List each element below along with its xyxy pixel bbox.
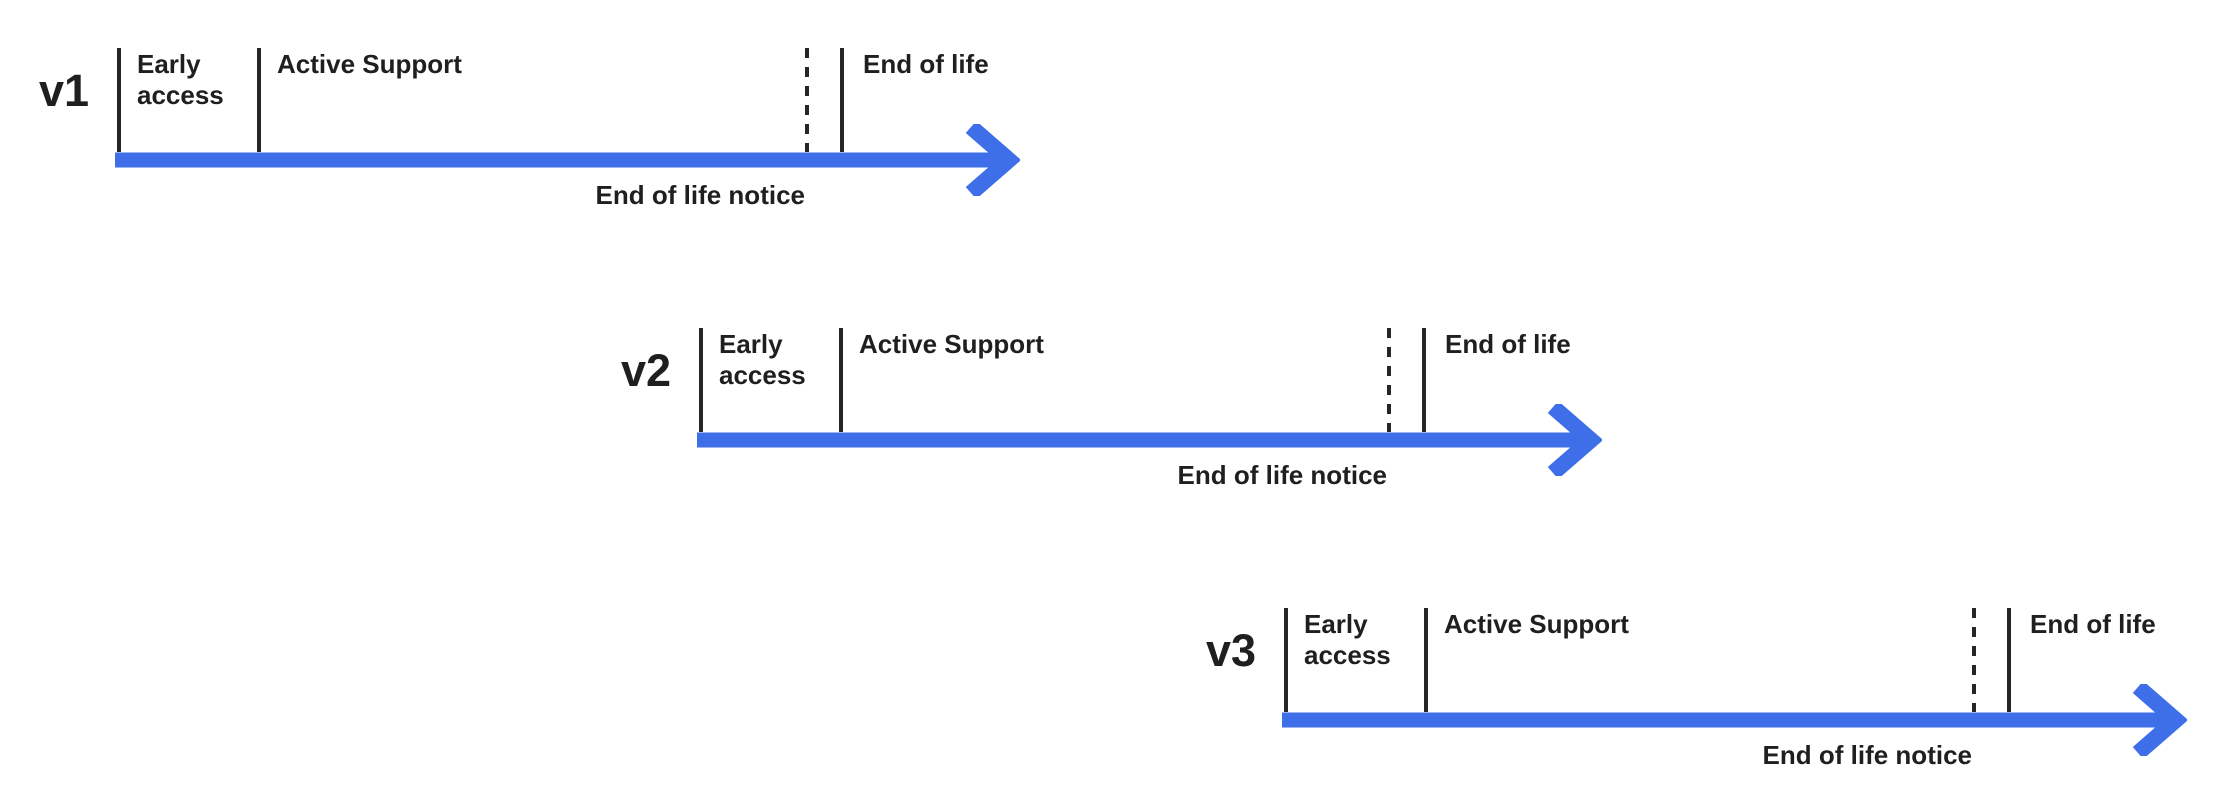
tick-active-support-start — [1424, 608, 1428, 712]
tick-early-access-start — [117, 48, 121, 152]
version-label: v1 — [38, 65, 89, 116]
right-arrow-icon — [115, 124, 1020, 196]
tick-active-support-start — [257, 48, 261, 152]
right-arrow-icon — [697, 404, 1602, 476]
tick-eol-notice-dashed — [1387, 328, 1391, 432]
end-of-life-notice-label: End of life notice — [1762, 740, 1972, 770]
tick-end-of-life — [1422, 328, 1426, 432]
tick-early-access-start — [699, 328, 703, 432]
active-support-label: Active Support — [859, 329, 1044, 359]
timeline-v3: v3 Early access Active Support End of li… — [1206, 608, 2196, 770]
tick-end-of-life — [2007, 608, 2011, 712]
version-label: v3 — [1205, 625, 1256, 676]
end-of-life-notice-label: End of life notice — [595, 180, 805, 210]
active-support-label: Active Support — [277, 49, 462, 79]
end-of-life-notice-label: End of life notice — [1177, 460, 1387, 490]
early-access-label: Early access — [719, 329, 806, 390]
early-access-label: Early access — [137, 49, 224, 110]
tick-early-access-start — [1284, 608, 1288, 712]
tick-eol-notice-dashed — [805, 48, 809, 152]
end-of-life-label: End of life — [1445, 329, 1571, 359]
end-of-life-label: End of life — [2030, 609, 2156, 639]
tick-active-support-start — [839, 328, 843, 432]
end-of-life-label: End of life — [863, 49, 989, 79]
active-support-label: Active Support — [1444, 609, 1629, 639]
tick-eol-notice-dashed — [1972, 608, 1976, 712]
right-arrow-icon — [1282, 684, 2187, 756]
tick-end-of-life — [840, 48, 844, 152]
early-access-label: Early access — [1304, 609, 1391, 670]
timeline-v2: v2 Early access Active Support End of li… — [621, 328, 1611, 490]
timeline-v1: v1 Early access Active Support End of li… — [39, 48, 1029, 210]
version-label: v2 — [620, 345, 671, 396]
